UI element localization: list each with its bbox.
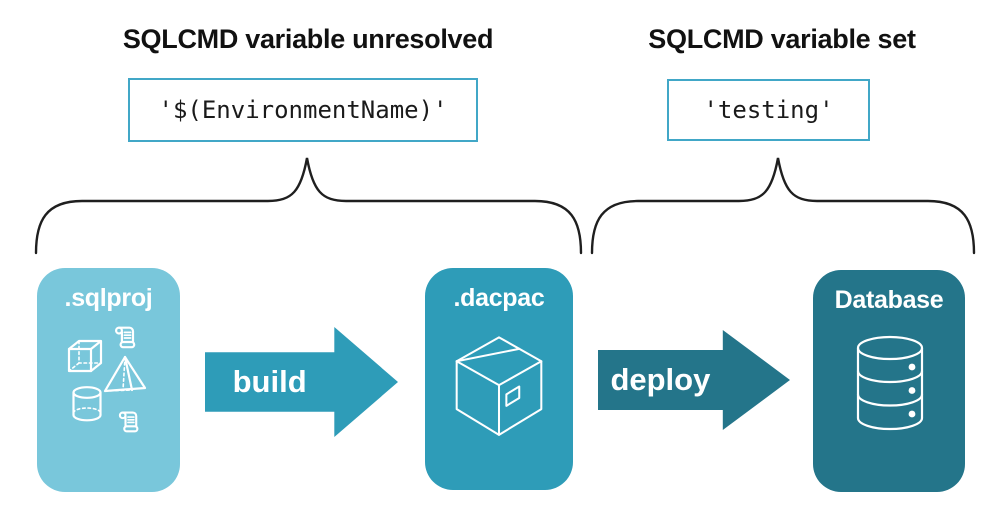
stage-database: Database [813,270,965,492]
code-box-environment-variable: '$(EnvironmentName)' [128,78,478,142]
package-icon [455,336,543,436]
stage-database-label: Database [834,286,944,314]
build-arrow: build [205,327,398,437]
scroll-icon [118,411,139,433]
heading-sqlcmd-unresolved: SQLCMD variable unresolved [122,24,494,54]
code-box-testing-value: 'testing' [667,79,870,141]
stage-sqlproj-card [37,268,180,492]
pyramid-icon [103,355,147,393]
right-brace [590,157,976,255]
cylinder-icon [72,386,102,422]
deploy-arrow: deploy [598,330,790,430]
deploy-arrow-label: deploy [610,362,711,397]
stage-sqlproj-label: .sqlproj [64,284,153,312]
cube-icon [67,339,103,373]
stage-dacpac-label: .dacpac [453,284,545,312]
build-arrow-label: build [232,363,307,399]
stage-dacpac-card [425,268,573,490]
left-brace [34,157,583,255]
stage-dacpac: .dacpac [425,268,573,490]
scroll-icon [114,326,136,349]
stage-sqlproj: .sqlproj [37,268,180,492]
database-icon [856,335,924,431]
heading-sqlcmd-set: SQLCMD variable set [648,24,916,54]
